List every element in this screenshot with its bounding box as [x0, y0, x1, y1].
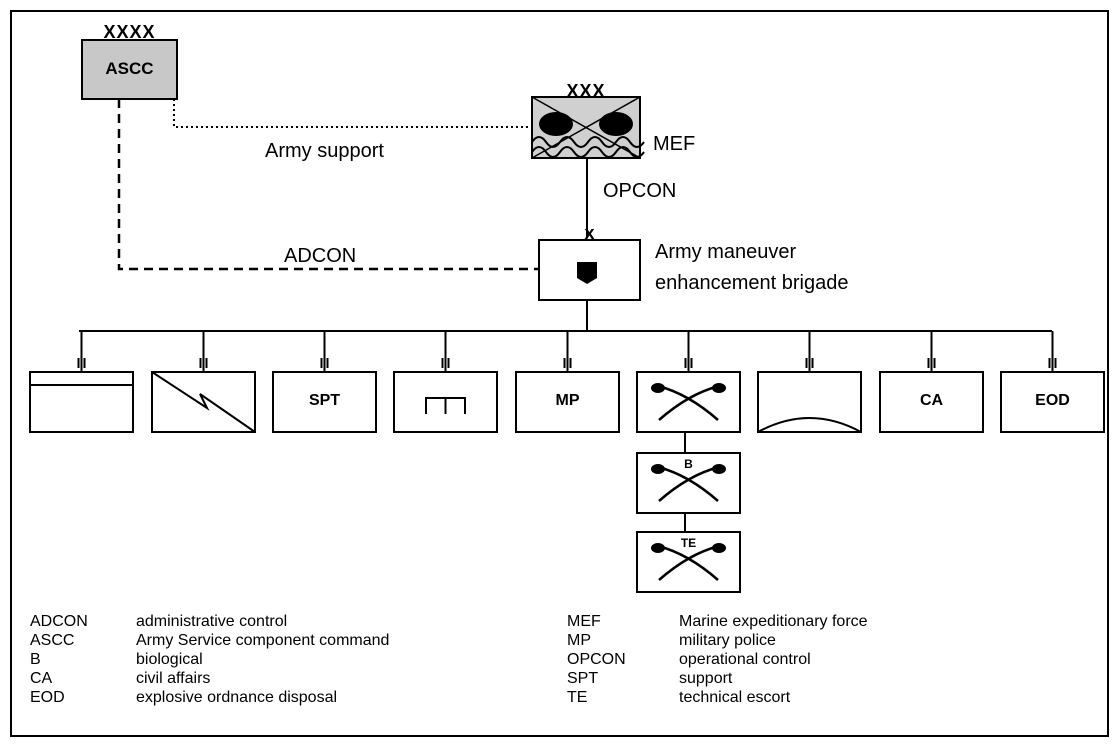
- ascc-echelon: XXXX: [103, 22, 156, 42]
- sub-unit-layer: [636, 452, 741, 593]
- battalion-spt-box: [272, 331, 377, 433]
- legend-abbr: ADCON: [30, 613, 88, 630]
- sub-unit-label-b: B: [684, 457, 693, 471]
- legend-abbr: TE: [567, 689, 588, 706]
- chemical-te-box: [636, 531, 741, 593]
- battalion-arc-box: [757, 331, 862, 433]
- legend-meaning: explosive ordnance disposal: [136, 689, 338, 706]
- legend-meaning: operational control: [679, 651, 811, 668]
- battalion-layer: [29, 331, 1105, 433]
- legend-abbr: EOD: [30, 689, 65, 706]
- legend-abbr: MEF: [567, 613, 601, 630]
- mef-label: MEF: [653, 133, 696, 155]
- opcon-label: OPCON: [603, 180, 677, 202]
- legend-row: ASCC Army Service component command: [30, 631, 389, 650]
- legend-meaning: civil affairs: [136, 670, 211, 687]
- legend-abbr: SPT: [567, 670, 599, 687]
- legend-row: ADCON administrative control: [30, 612, 389, 631]
- battalion-chemical-box: [636, 331, 741, 433]
- battalion-ca-box: [879, 331, 984, 433]
- legend-abbr: ASCC: [30, 632, 75, 649]
- ascc-box: [81, 39, 178, 100]
- battalion-eod-box: [1000, 331, 1105, 433]
- sub-unit-label-te: TE: [680, 536, 697, 550]
- legend-row: CA civil affairs: [30, 669, 389, 688]
- legend-abbr: MP: [567, 632, 591, 649]
- diagram-frame: [10, 10, 1109, 737]
- mef-box: [531, 96, 645, 159]
- brigade-box: [538, 239, 641, 301]
- battalion-label-eod: EOD: [1035, 392, 1070, 409]
- battalion-engineer-box: [393, 331, 498, 433]
- legend-row: SPT support: [567, 669, 868, 688]
- battalion-label-mp: MP: [555, 392, 580, 409]
- adcon-label: ADCON: [284, 245, 357, 267]
- legend-row: MP military police: [567, 631, 868, 650]
- army-support-line: [173, 99, 532, 128]
- legend-row: OPCON operational control: [567, 650, 868, 669]
- legend-abbr: OPCON: [567, 651, 626, 668]
- legend-row: TE technical escort: [567, 688, 868, 707]
- battalion-label-ca: CA: [919, 392, 944, 409]
- army-support-label: Army support: [265, 140, 384, 162]
- battalion-label-spt: SPT: [308, 392, 341, 409]
- battalion-mp-box: [515, 331, 620, 433]
- mef-echelon: XXX: [566, 81, 606, 101]
- legend-abbr: CA: [30, 670, 53, 687]
- legend-meaning: Marine expeditionary force: [679, 613, 868, 630]
- brigade-label-line1: Army maneuver: [655, 241, 797, 263]
- battalion-signal-box: [151, 331, 256, 433]
- brigade-label-line2: enhancement brigade: [655, 272, 849, 294]
- shield-icon: [577, 262, 597, 284]
- legend-row: MEF Marine expeditionary force: [567, 612, 868, 631]
- legend-meaning: military police: [679, 632, 776, 649]
- legend-abbr: B: [30, 651, 41, 668]
- legend-row: EOD explosive ordnance disposal: [30, 688, 389, 707]
- legend-meaning: support: [679, 670, 733, 687]
- legend-meaning: biological: [136, 651, 203, 668]
- legend-meaning: technical escort: [679, 689, 791, 706]
- battalion-blank-bar-box: [29, 331, 134, 433]
- ascc-label: ASCC: [105, 59, 154, 78]
- legend-meaning: Army Service component command: [136, 632, 390, 649]
- legend-meaning: administrative control: [136, 613, 288, 630]
- brigade-echelon: x: [584, 223, 595, 243]
- chemical-b-box: [636, 452, 741, 514]
- adcon-line: [117, 99, 539, 271]
